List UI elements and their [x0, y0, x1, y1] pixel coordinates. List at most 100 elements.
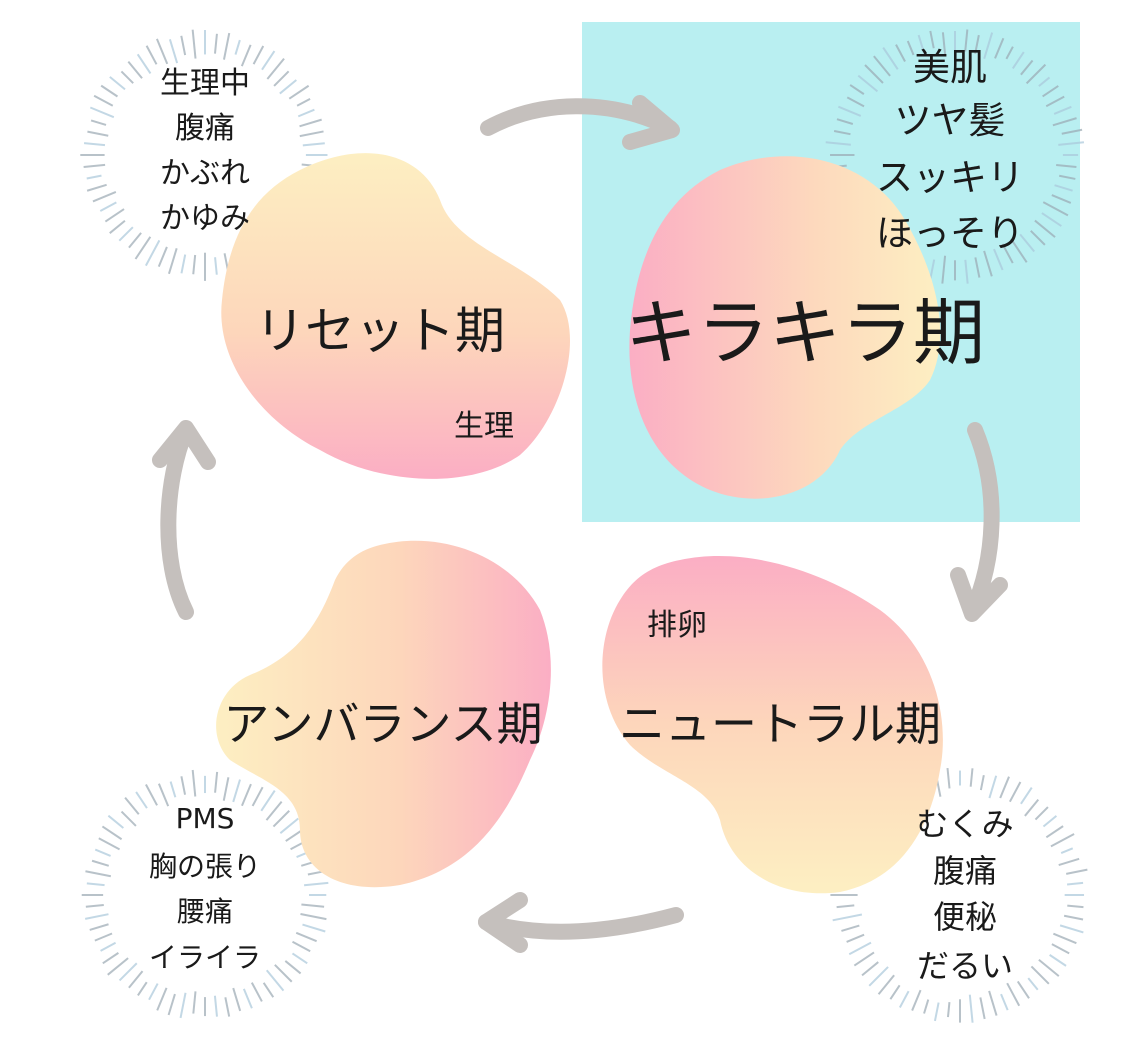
- ray-line: [90, 119, 107, 126]
- ray-line: [889, 984, 901, 1000]
- ray-line: [213, 33, 218, 54]
- ray-line: [127, 60, 143, 79]
- ray-line: [841, 924, 860, 932]
- ray-line: [102, 952, 119, 965]
- ray-line: [1042, 815, 1058, 828]
- ray-line: [214, 257, 218, 275]
- ray-line: [91, 859, 110, 867]
- ray-line: [1059, 174, 1076, 180]
- ray-line: [1001, 243, 1014, 264]
- ray-line: [148, 983, 159, 1001]
- symptom: 腰痛: [177, 895, 233, 928]
- blob-imbalance: [216, 540, 551, 888]
- ray-line: [100, 941, 117, 952]
- symptom: ほっそり: [876, 212, 1024, 255]
- ray-line: [1016, 980, 1030, 999]
- ray-line: [1054, 184, 1073, 192]
- ray-line: [979, 997, 986, 1020]
- ray-line: [241, 783, 252, 807]
- phase-title-neutral: ニュートラル期: [619, 697, 941, 751]
- ray-line: [135, 791, 148, 809]
- symptom: スッキリ: [876, 156, 1024, 199]
- ray-line: [899, 990, 910, 1008]
- ray-line: [101, 825, 123, 841]
- ray-line: [946, 1002, 951, 1018]
- symptom: 胸の張り: [149, 850, 261, 883]
- arrow-left-head: [152, 420, 216, 470]
- ray-line: [145, 239, 161, 267]
- ray-line: [1042, 85, 1059, 98]
- ray-line: [302, 142, 325, 147]
- symptom: 生理中: [160, 66, 250, 101]
- ray-line: [192, 991, 197, 1014]
- symptom: 腹痛: [933, 852, 997, 890]
- blob-neutral: [602, 556, 943, 894]
- ray-line: [232, 779, 241, 803]
- ray-line: [272, 810, 290, 828]
- ray-line: [988, 990, 998, 1016]
- ray-line: [262, 982, 275, 998]
- ray-line: [279, 817, 299, 834]
- ray-line: [214, 771, 219, 793]
- ray-line: [87, 130, 109, 137]
- ray-line: [941, 255, 947, 284]
- ray-line: [1045, 95, 1065, 108]
- ray-line: [833, 129, 851, 136]
- ray-line: [1058, 141, 1085, 146]
- ray-line: [240, 44, 252, 67]
- symptom: 腹痛: [175, 111, 235, 146]
- phase-sub-neutral: 排卵: [647, 608, 707, 643]
- cycle-arrows: [152, 95, 1008, 953]
- ray-line: [846, 96, 865, 108]
- ray-line: [983, 32, 994, 60]
- ray-line: [849, 84, 865, 95]
- ray-line: [83, 142, 106, 147]
- ray-line: [137, 981, 148, 996]
- ray-line: [1038, 76, 1051, 87]
- ray-line: [857, 74, 879, 93]
- ray-line: [923, 999, 930, 1014]
- symptom: ツヤ髪: [895, 99, 1006, 142]
- ray-line: [1053, 105, 1072, 115]
- ray-line: [929, 259, 936, 279]
- ray-line: [1009, 781, 1022, 803]
- ray-line: [100, 84, 119, 98]
- ray-line: [279, 79, 297, 95]
- ray-line: [128, 970, 144, 989]
- ray-line: [1059, 924, 1084, 934]
- ray-line: [1056, 163, 1077, 168]
- ray-line: [157, 783, 170, 807]
- ray-line: [1030, 965, 1050, 985]
- ray-line: [1030, 230, 1046, 246]
- ray-line: [302, 923, 326, 933]
- ray-line: [861, 961, 879, 977]
- ray-line: [213, 995, 218, 1017]
- arrow-right: [964, 422, 1000, 620]
- ray-line: [191, 29, 197, 59]
- ray-line: [180, 35, 187, 56]
- ray-line: [946, 767, 951, 789]
- ray-line: [292, 940, 311, 953]
- ray-line: [1019, 233, 1035, 253]
- ray-line: [89, 106, 115, 119]
- ray-line: [168, 39, 179, 64]
- ray-line: [832, 913, 863, 922]
- ray-line: [941, 32, 947, 55]
- ray-line: [232, 987, 242, 1012]
- arrow-right-head: [950, 567, 1008, 622]
- ray-line: [964, 29, 969, 52]
- ray-line: [85, 903, 104, 908]
- ray-line: [265, 800, 283, 821]
- ray-line: [1034, 806, 1049, 821]
- symptoms-imbalance: PMS 胸の張り 腰痛 イライラ: [149, 802, 261, 974]
- ray-line: [118, 226, 134, 242]
- ray-line: [933, 1002, 940, 1022]
- ray-line: [107, 814, 124, 829]
- ray-line: [974, 257, 981, 278]
- ray-line: [1051, 194, 1072, 204]
- ray-line: [93, 94, 114, 107]
- ray-line: [1010, 238, 1028, 263]
- ray-line: [169, 781, 177, 798]
- ray-line: [969, 768, 974, 787]
